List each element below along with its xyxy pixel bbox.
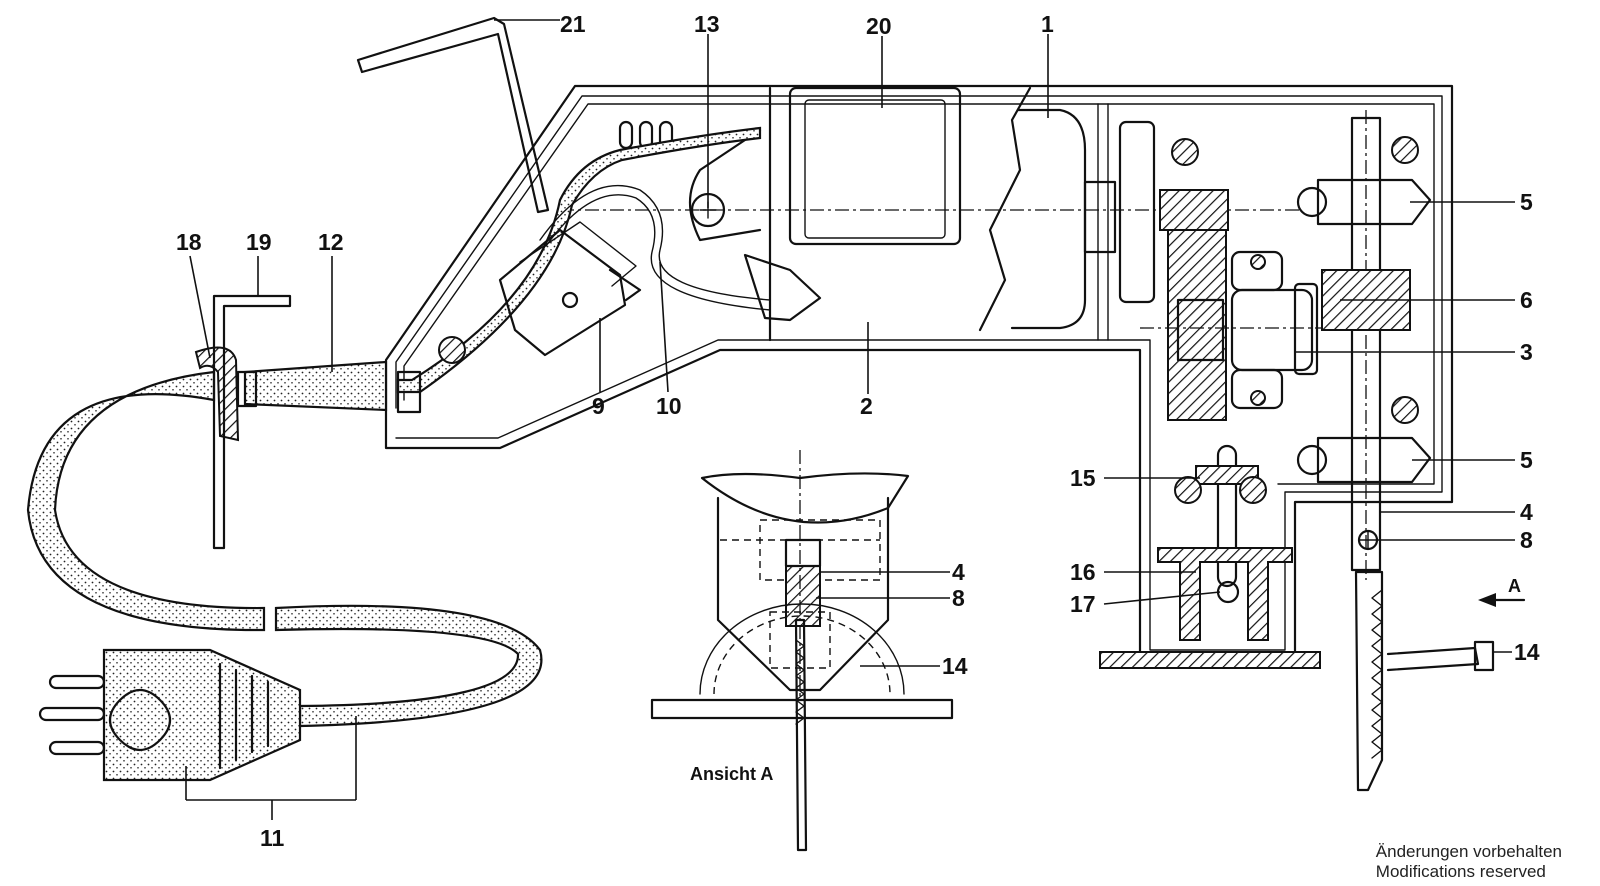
note-english: Modifications reserved — [1375, 862, 1546, 881]
callout-9: 9 — [592, 393, 605, 419]
callout-13: 13 — [694, 11, 720, 37]
note-german: Änderungen vorbehalten — [1375, 842, 1562, 861]
callout-labels: 21 13 20 1 5 6 3 5 4 8 14 15 16 17 2 9 1… — [176, 11, 1540, 851]
callout-8-main: 8 — [1520, 527, 1533, 553]
callout-14-main: 14 — [1514, 639, 1540, 665]
view-a-caption: Ansicht A — [690, 764, 773, 784]
callout-8-inset: 8 — [952, 585, 965, 611]
callout-19: 19 — [246, 229, 272, 255]
callout-16: 16 — [1070, 559, 1096, 585]
callout-5-upper: 5 — [1520, 189, 1533, 215]
callout-21: 21 — [560, 11, 586, 37]
housing — [384, 84, 1454, 662]
leader-lines — [185, 19, 1515, 820]
callout-4-main: 4 — [1520, 499, 1533, 525]
callout-12: 12 — [318, 229, 344, 255]
callout-15: 15 — [1070, 465, 1096, 491]
handle-internals — [396, 120, 822, 414]
callout-1: 1 — [1041, 11, 1054, 37]
callout-11: 11 — [260, 825, 285, 851]
switch — [498, 221, 642, 357]
callout-4-inset: 4 — [952, 559, 965, 585]
view-a-arrow-letter: A — [1508, 576, 1521, 596]
callout-18: 18 — [176, 229, 202, 255]
motor — [560, 86, 1300, 342]
callout-20: 20 — [866, 13, 892, 39]
hex-key — [356, 16, 550, 214]
gear-assembly — [1118, 120, 1330, 421]
callout-5-lower: 5 — [1520, 447, 1533, 473]
lower-mechanism — [1099, 444, 1495, 672]
power-plug — [38, 648, 302, 782]
power-cable — [26, 294, 543, 782]
modifications-note: Änderungen vorbehalten Modifications res… — [1376, 842, 1562, 882]
callout-6: 6 — [1520, 287, 1533, 313]
callout-3: 3 — [1520, 339, 1533, 365]
plunger-assembly — [1296, 110, 1432, 792]
view-a-inset — [650, 450, 954, 852]
callout-10: 10 — [656, 393, 682, 419]
view-a-arrow: A — [1478, 576, 1526, 607]
callout-14-inset: 14 — [942, 653, 968, 679]
callout-2: 2 — [860, 393, 873, 419]
callout-17: 17 — [1070, 591, 1096, 617]
